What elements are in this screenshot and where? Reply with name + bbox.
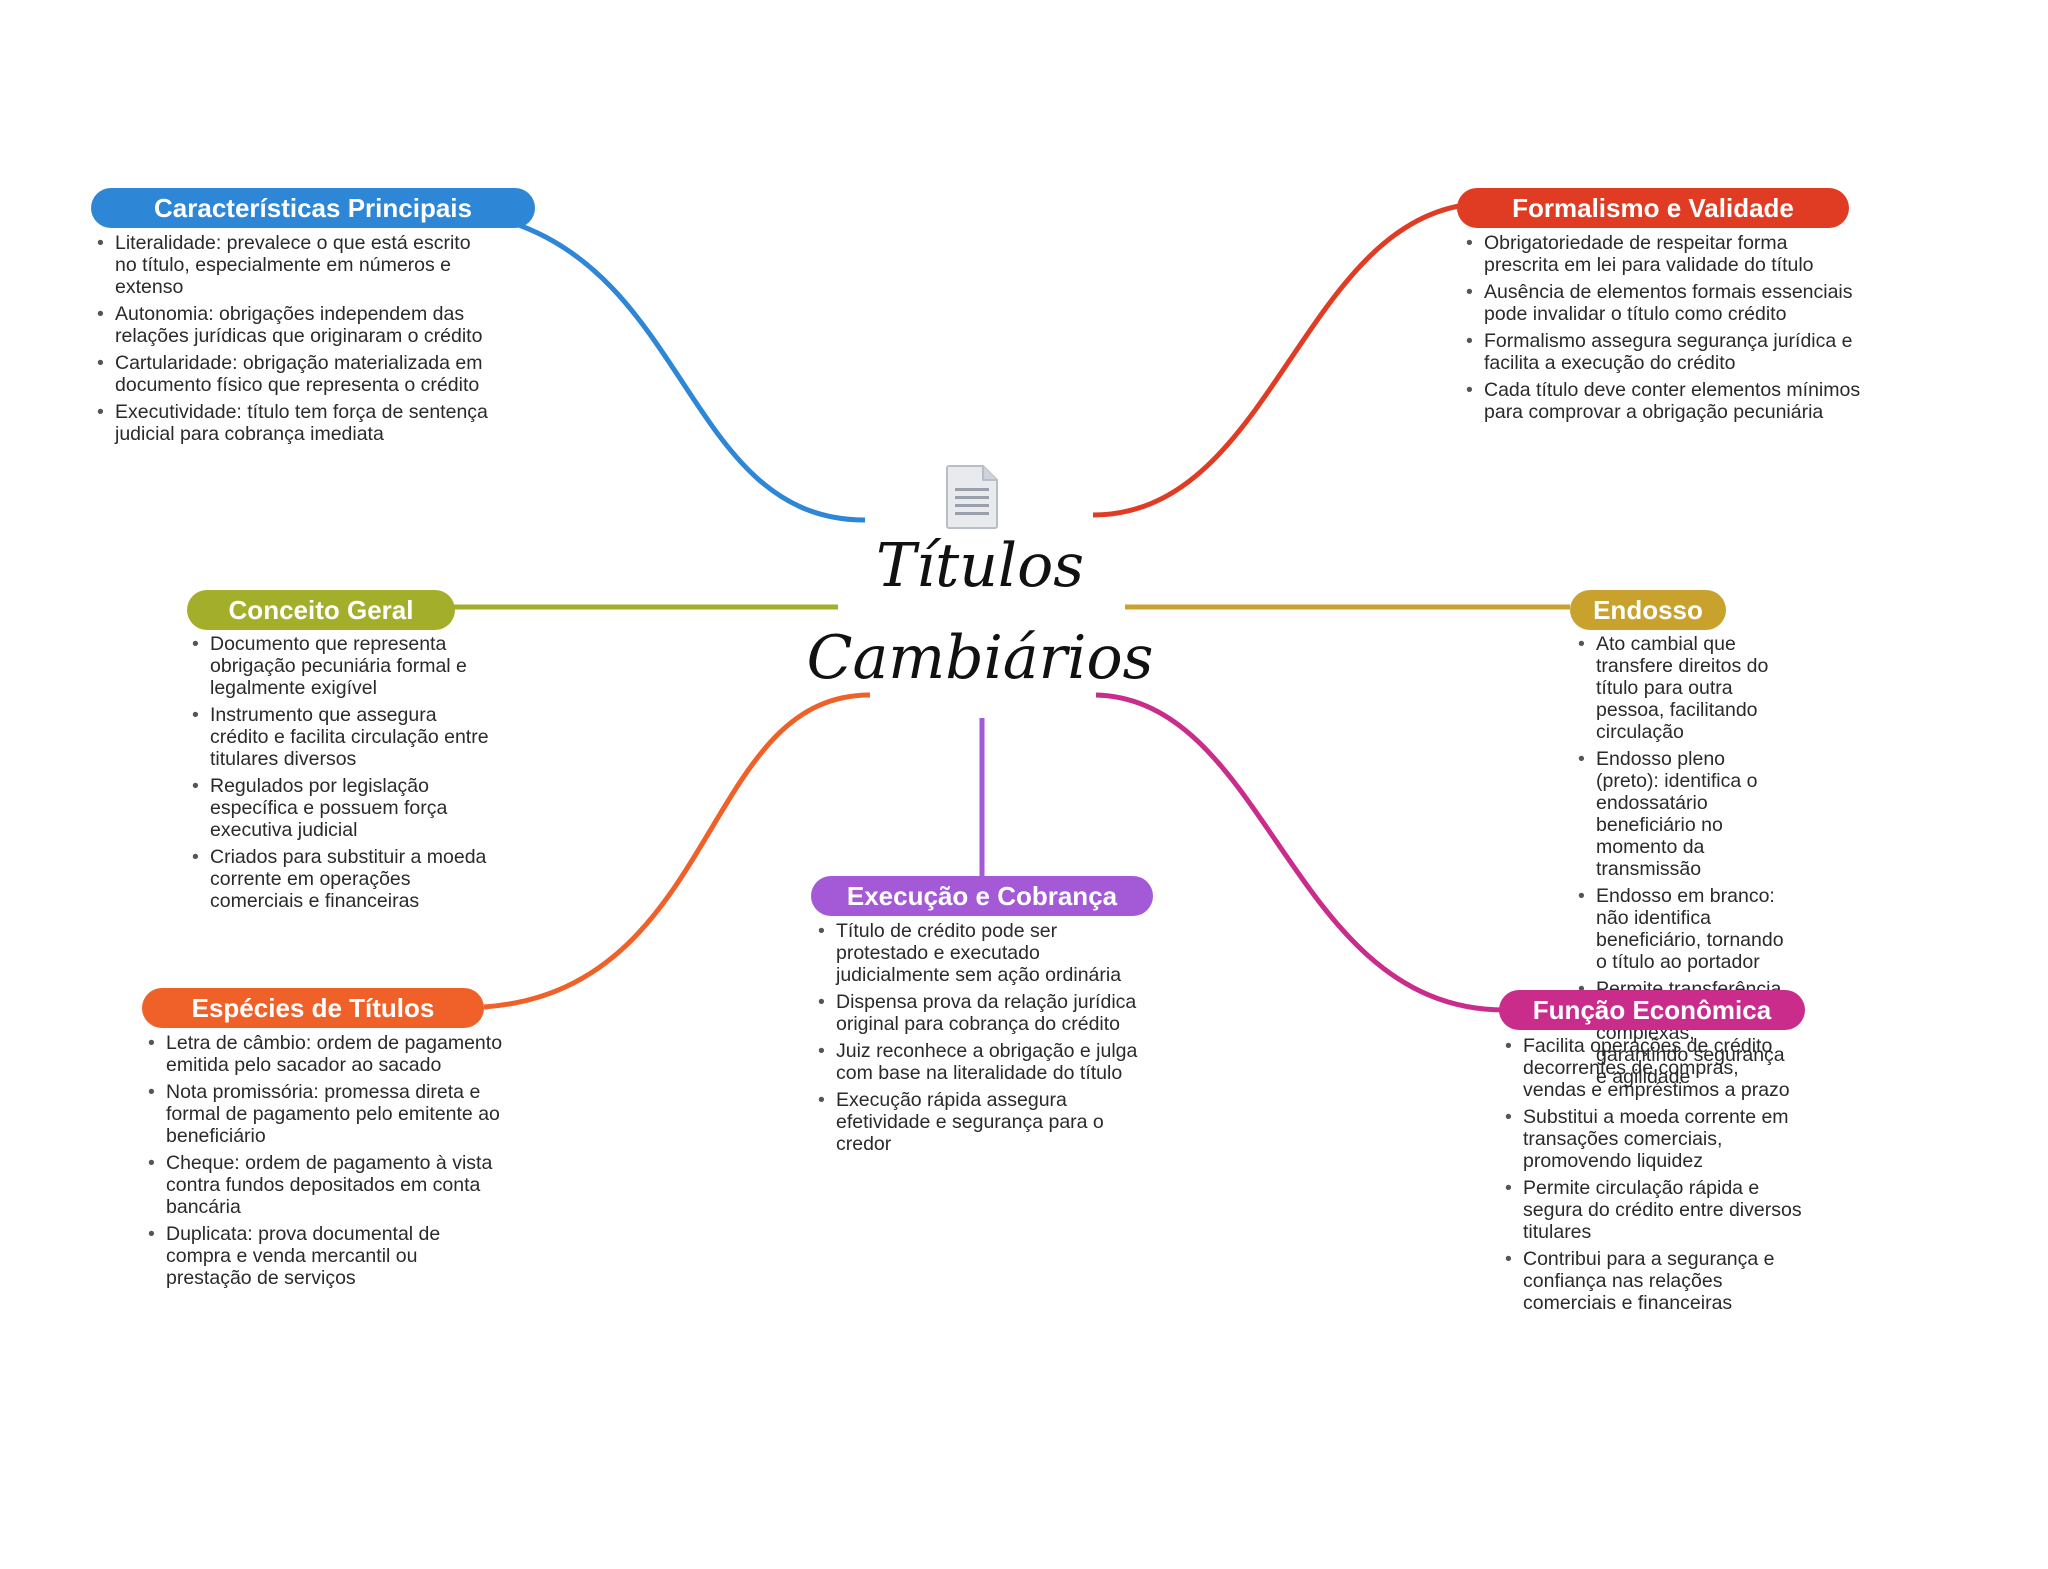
document-icon [946,465,998,529]
list-item: Letra de câmbio: ordem de pagamento emit… [148,1032,508,1076]
list-item: Instrumento que assegura crédito e facil… [192,704,492,770]
list-item: Duplicata: prova documental de compra e … [148,1223,508,1289]
list-item: Substitui a moeda corrente em transações… [1505,1106,1805,1172]
topic-formalismo-validade[interactable]: Formalismo e Validade [1457,188,1849,228]
funcao-list: Facilita operações de crédito decorrente… [1505,1035,1805,1319]
list-item: Obrigatoriedade de respeitar forma presc… [1466,232,1866,276]
list-item: Documento que representa obrigação pecun… [192,633,492,699]
caracteristicas-list: Literalidade: prevalece o que está escri… [97,232,497,450]
list-item: Ato cambial que transfere direitos do tí… [1578,633,1788,743]
especies-list: Letra de câmbio: ordem de pagamento emit… [148,1032,508,1294]
topic-especies-titulos[interactable]: Espécies de Títulos [142,988,484,1028]
central-topic-line-2: Cambiários [806,623,1154,693]
list-item: Criados para substituir a moeda corrente… [192,846,492,912]
list-item: Literalidade: prevalece o que está escri… [97,232,497,298]
connector-especies [483,692,871,1010]
list-item: Execução rápida assegura efetividade e s… [818,1089,1148,1155]
topic-conceito-geral[interactable]: Conceito Geral [187,590,455,630]
topic-execucao-cobranca[interactable]: Execução e Cobrança [811,876,1153,916]
list-item: Facilita operações de crédito decorrente… [1505,1035,1805,1101]
list-item: Cheque: ordem de pagamento à vista contr… [148,1152,508,1218]
list-item: Juiz reconhece a obrigação e julga com b… [818,1040,1148,1084]
central-topic-line-1: Títulos [875,531,1085,601]
central-topic[interactable]: Títulos Cambiários [790,520,1170,704]
list-item: Regulados por legislação específica e po… [192,775,492,841]
list-item: Endosso pleno (preto): identifica o endo… [1578,748,1788,880]
list-item: Contribui para a segurança e confiança n… [1505,1248,1805,1314]
list-item: Ausência de elementos formais essenciais… [1466,281,1866,325]
list-item: Permite circulação rápida e segura do cr… [1505,1177,1805,1243]
formalismo-list: Obrigatoriedade de respeitar forma presc… [1466,232,1866,428]
list-item: Cada título deve conter elementos mínimo… [1466,379,1866,423]
topic-funcao-economica[interactable]: Função Econômica [1499,990,1805,1030]
list-item: Autonomia: obrigações independem das rel… [97,303,497,347]
connector-formalismo [1092,202,1466,518]
list-item: Dispensa prova da relação jurídica origi… [818,991,1148,1035]
list-item: Nota promissória: promessa direta e form… [148,1081,508,1147]
list-item: Executividade: título tem força de sente… [97,401,497,445]
list-item: Formalismo assegura segurança jurídica e… [1466,330,1866,374]
topic-caracteristicas-principais[interactable]: Características Principais [91,188,535,228]
connector-funcao [1095,692,1506,1013]
execucao-list: Título de crédito pode ser protestado e … [818,920,1148,1160]
conceito-list: Documento que representa obrigação pecun… [192,633,492,917]
list-item: Cartularidade: obrigação materializada e… [97,352,497,396]
topic-endosso[interactable]: Endosso [1570,590,1726,630]
connector-caracteristicas [509,219,866,523]
list-item: Endosso em branco: não identifica benefi… [1578,885,1788,973]
list-item: Título de crédito pode ser protestado e … [818,920,1148,986]
